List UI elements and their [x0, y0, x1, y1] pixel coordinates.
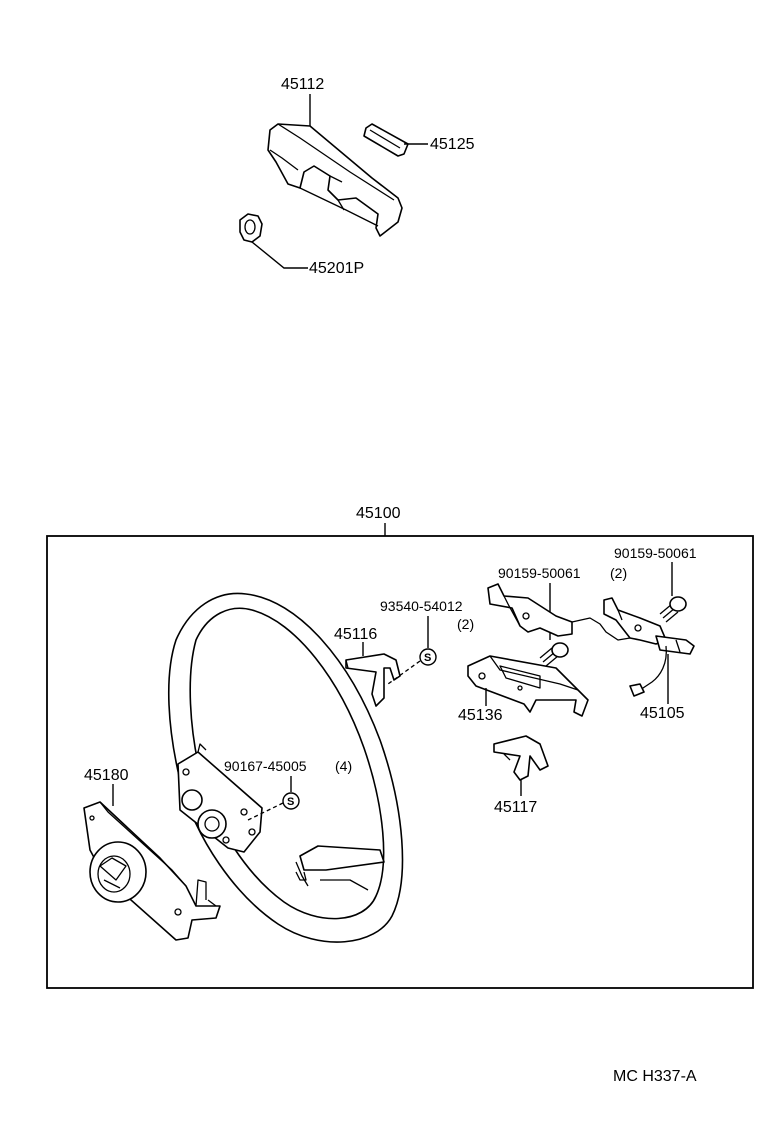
- steering-boss-cover-part: [83, 801, 221, 941]
- part-label-45100: 45100: [356, 505, 401, 522]
- part-label-45112: 45112: [281, 76, 324, 93]
- sealant-mark-90167: S: [282, 792, 300, 810]
- svg-text:S: S: [287, 796, 294, 808]
- part-label-45125: 45125: [430, 136, 475, 153]
- screw-90159-mid: [539, 642, 569, 667]
- qty-label-90159-mid: (2): [610, 565, 627, 581]
- qty-label-90167: (4): [335, 758, 352, 774]
- nut-part: [239, 213, 263, 243]
- emblem-part: [363, 123, 409, 157]
- part-label-45136: 45136: [458, 707, 503, 724]
- qty-label-93540: (2): [457, 616, 474, 632]
- sealant-mark-93540: S: [419, 648, 437, 666]
- horn-contact-plate-part: [487, 583, 695, 697]
- svg-text:S: S: [424, 652, 431, 664]
- part-label-45116: 45116: [334, 626, 377, 643]
- part-label-90167-45005: 90167-45005: [224, 758, 307, 774]
- part-label-45105: 45105: [640, 705, 685, 722]
- part-label-45180: 45180: [84, 767, 129, 784]
- part-label-45117: 45117: [494, 799, 537, 816]
- assembly-box: [46, 535, 754, 989]
- screw-90159-right: [659, 596, 687, 623]
- steering-wheel-part: [167, 592, 404, 943]
- part-label-90159-50061-right: 90159-50061: [614, 545, 697, 561]
- part-label-90159-50061-mid: 90159-50061: [498, 565, 581, 581]
- horn-switch-plate-part: [467, 655, 589, 717]
- drawing-code: MC H337-A: [613, 1068, 697, 1085]
- leader-45201p: [251, 241, 308, 269]
- part-label-45201p: 45201P: [309, 260, 364, 277]
- bracket-45116-part: [345, 653, 401, 707]
- part-label-93540-54012: 93540-54012: [380, 598, 463, 614]
- horn-pad-cover-part: [267, 123, 403, 237]
- bracket-45117-part: [493, 735, 549, 781]
